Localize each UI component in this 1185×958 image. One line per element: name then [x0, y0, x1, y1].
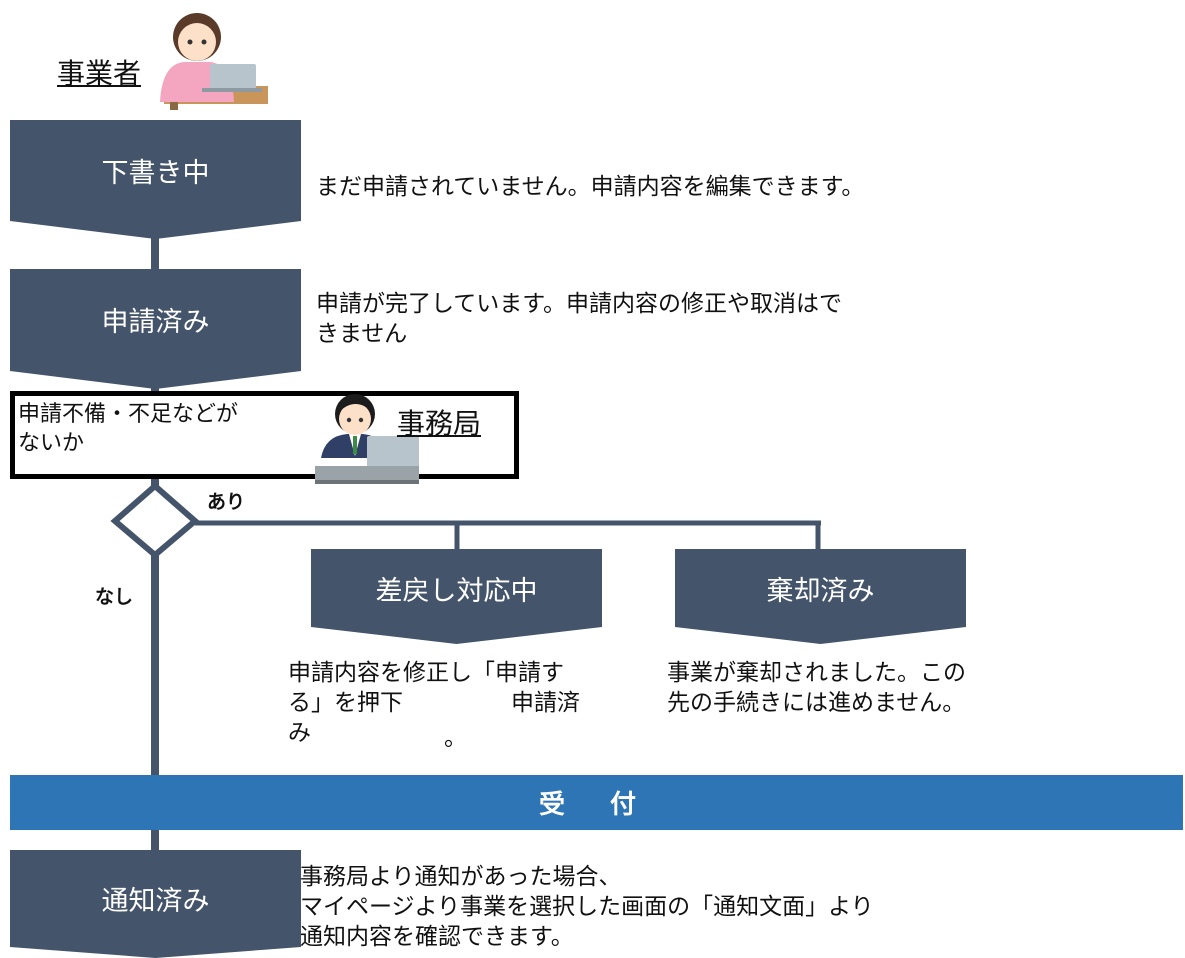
- check-line1: 申請不備・不足などが: [18, 402, 239, 427]
- actor-secretariat-label: 事務局: [397, 407, 482, 440]
- desc-applied-line1: 申請が完了しています。申請内容の修正や取消はで: [316, 291, 843, 317]
- desc-rejected-line2: 先の手続きには進めません。: [667, 690, 966, 716]
- node-notified-shape: [10, 850, 301, 958]
- branch-yes-label: あり: [207, 491, 246, 513]
- actor-applicant-label: 事業者: [57, 57, 142, 90]
- node-applied-label: 申請済み: [101, 306, 210, 338]
- branch-no-label: なし: [95, 586, 134, 608]
- check-box: [10, 391, 519, 479]
- check-line2: ないか: [18, 431, 85, 456]
- node-draft-label: 下書き中: [101, 157, 210, 189]
- node-notified-label: 通知済み: [101, 886, 210, 917]
- desc-rejected-line1: 事業が棄却されました。この: [667, 660, 966, 686]
- node-returned-label: 差戻し対応中: [375, 575, 538, 607]
- desc-returned-line2b: 申請済: [511, 690, 580, 716]
- node-rejected-label: 棄却済み: [766, 575, 875, 607]
- desc-returned-line2a: る」を押下: [288, 690, 403, 716]
- node-draft-shape: [10, 120, 301, 239]
- desc-notified-line3: 通知内容を確認できます。: [300, 924, 574, 950]
- desc-draft: まだ申請されていません。申請内容を編集できます。: [316, 174, 865, 200]
- secretariat-person-icon: [315, 394, 419, 484]
- decision-diamond: [110, 482, 200, 559]
- applicant-person-icon: [160, 13, 268, 110]
- desc-returned-line1: 申請内容を修正し「申請す: [288, 660, 564, 686]
- node-returned-shape: [311, 549, 602, 644]
- reception-band: 受 付: [10, 775, 1183, 830]
- desc-applied-line2: きません: [316, 321, 408, 347]
- node-rejected-shape: [675, 549, 966, 644]
- desc-notified-line1: 事務局より通知があった場合、: [300, 864, 622, 890]
- node-applied-shape: [10, 269, 301, 389]
- desc-notified-line2: マイページより事業を選択した画面の「通知文面」より: [300, 894, 874, 920]
- desc-returned-line3b: 。: [444, 725, 467, 751]
- desc-returned-line3a: み: [288, 720, 311, 746]
- check-text: 申請不備・不足などが ないか: [18, 400, 278, 458]
